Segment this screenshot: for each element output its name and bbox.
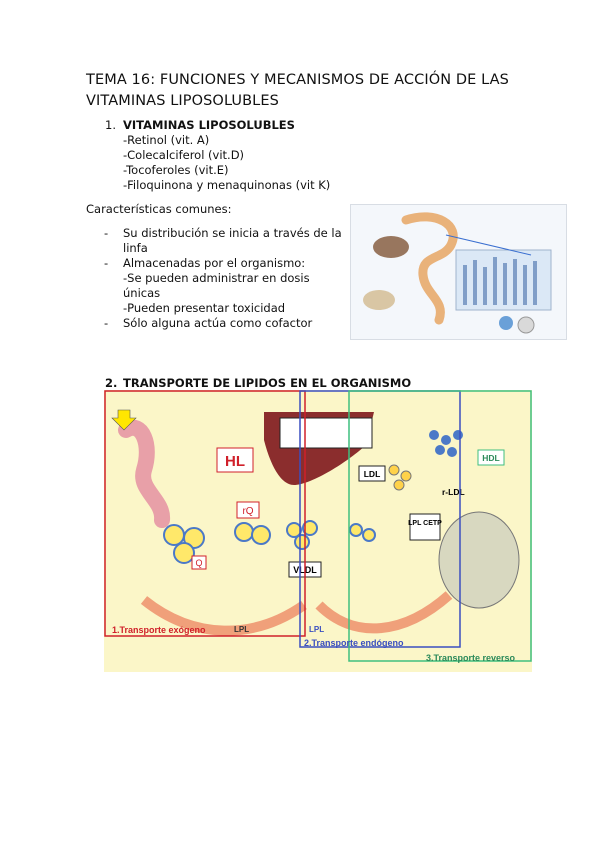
label-hl: HL [225, 453, 245, 470]
bullet-dash: - [104, 316, 109, 330]
capillary-exogenous [140, 596, 307, 636]
lpl-cetp-box [409, 513, 441, 541]
section-heading: VITAMINAS LIPOSOLUBLES [123, 118, 295, 132]
hdl-box [477, 449, 505, 466]
caracteristicas-list: -Su distribución se inicia a través de l… [104, 226, 344, 331]
label-hdl: HDL [482, 453, 499, 463]
q-box [191, 555, 207, 570]
r-ldl-box [279, 417, 373, 449]
hl-box [216, 447, 254, 473]
capillary-endogenous [315, 591, 453, 634]
digestive-system-figure [350, 204, 567, 340]
section-transporte: 2. TRANSPORTE DE LIPIDOS EN EL ORGANISMO [105, 376, 411, 390]
bullet-text: Su distribución se inicia a través de la… [123, 226, 342, 255]
panel-reverse [348, 390, 532, 662]
lpl-cetp-text: LPL CETP [408, 520, 442, 527]
bullet-text: Almacenadas por el organismo: [123, 256, 306, 270]
chylomicron-cluster [163, 524, 205, 564]
peripheral-tissue [438, 511, 520, 609]
bullet-dash: - [104, 226, 109, 240]
bullet-text: Sólo alguna actúa como cofactor [123, 316, 313, 330]
label-lpl-endogenous: LPL [309, 625, 324, 634]
list-item: -Tocoferoles (vit.E) [123, 163, 229, 177]
page-title: TEMA 16: FUNCIONES Y MECANISMOS DE ACCIÓ… [86, 72, 509, 109]
label-lpl-exogenous: LPL [234, 625, 249, 634]
label-r-ldl-peripheral: r-LDL [442, 487, 465, 497]
remnant-cluster [234, 522, 271, 545]
panel-endogenous-label: 2.Transporte endógeno [304, 638, 404, 648]
label-lpl-cetp: LPL CETP [408, 520, 442, 527]
label-q: Q [195, 558, 202, 568]
lipid-transport-diagram: HL rQ Q LPL LPL VLDL LDL r-LDL LPL CETP [104, 390, 532, 672]
abbreviations-legend [229, 648, 529, 733]
rq-box [236, 501, 260, 519]
ldl-cluster [349, 464, 412, 542]
bullet-sub-text: -Pueden presentar toxicidad [123, 301, 286, 315]
label-rq: rQ [242, 506, 253, 517]
label-ldl: LDL [364, 469, 381, 479]
panel-exogenous-label: 1.Transporte exógeno [112, 625, 206, 635]
section-number: 2. [105, 376, 118, 390]
panel-reverse-label: 3.Transporte reverso [426, 653, 516, 663]
intestine [118, 419, 170, 528]
section-number: 1. [105, 118, 116, 132]
section-vitaminas: 1. VITAMINAS LIPOSOLUBLES -Retinol (vit. … [105, 118, 330, 193]
bullet-dash: - [104, 256, 109, 270]
bullet-sub-text: -Se pueden administrar en dosis únicas [123, 271, 310, 300]
section-heading: TRANSPORTE DE LIPIDOS EN EL ORGANISMO [123, 376, 412, 390]
list-item: -Colecalciferol (vit.D) [123, 148, 245, 162]
panel-exogenous [104, 390, 306, 637]
arrow-down-icon [111, 409, 137, 431]
list-item: -Filoquinona y menaquinonas (vit K) [123, 178, 331, 192]
ldl-box [358, 465, 386, 482]
caracteristicas-heading: Características comunes: [86, 202, 232, 216]
list-item: -Retinol (vit. A) [123, 133, 210, 147]
